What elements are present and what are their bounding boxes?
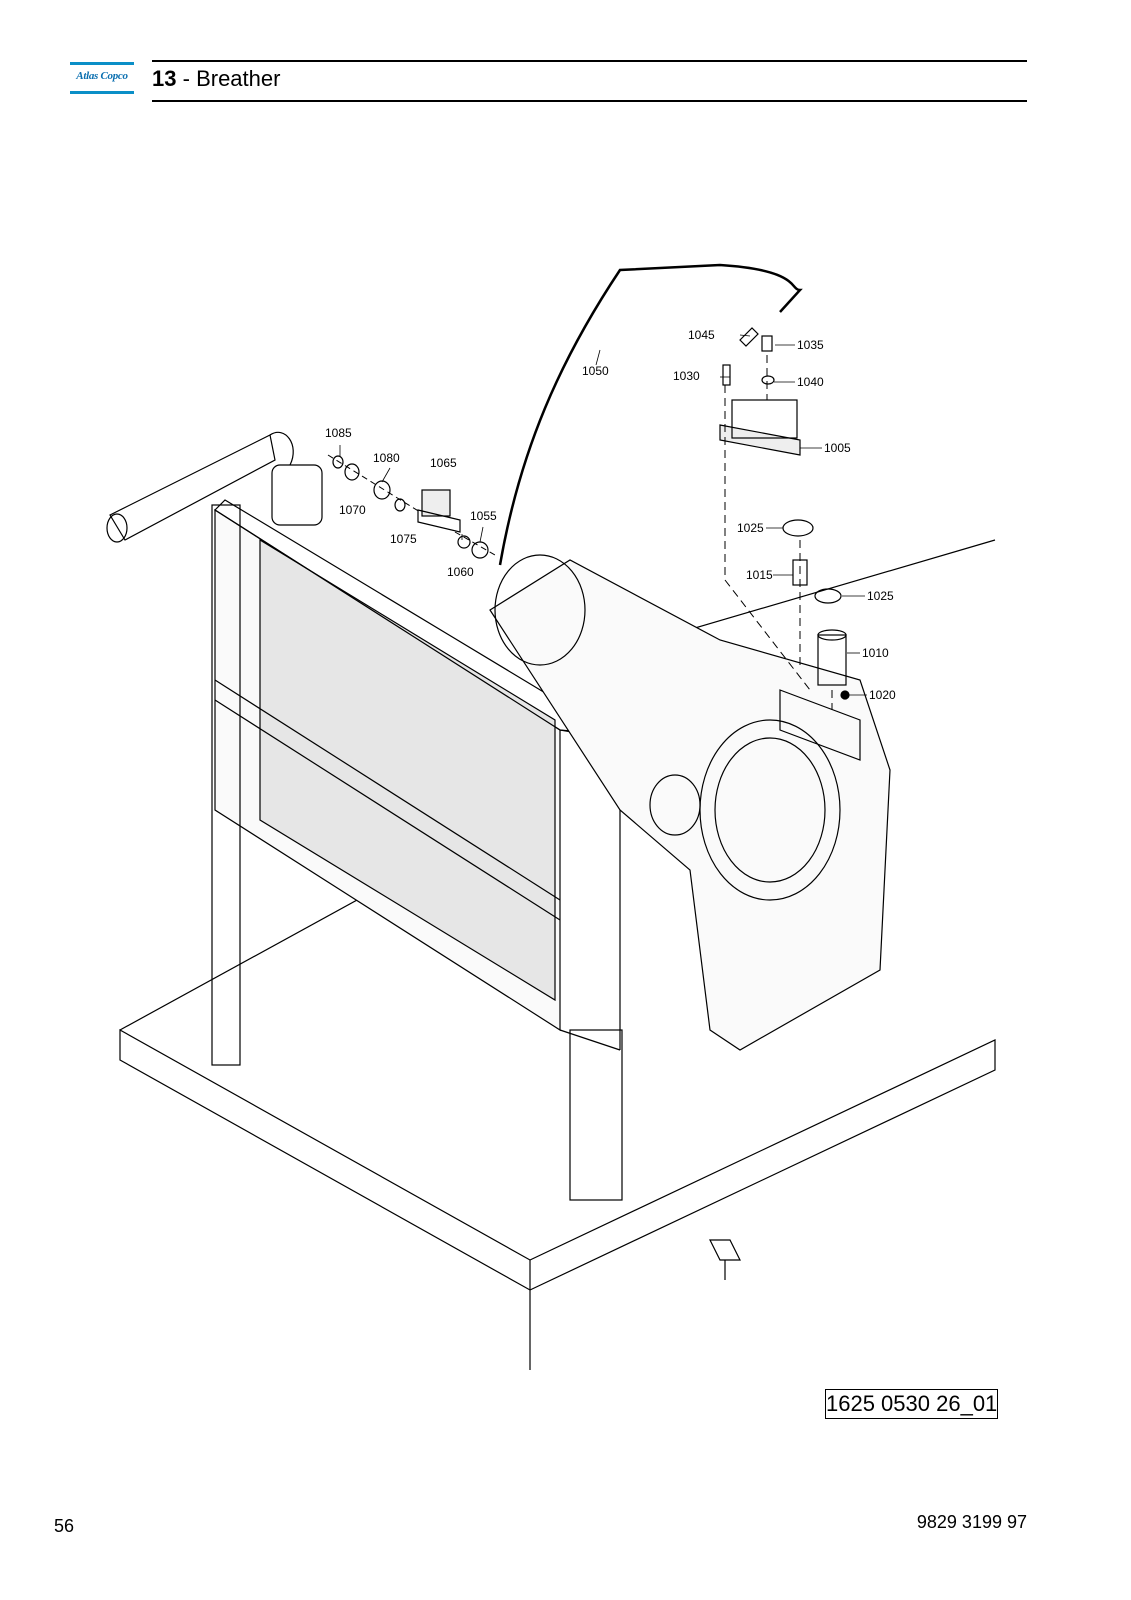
drawing-reference-number: 1625 0530 26_01: [825, 1389, 998, 1419]
breather-block: [719, 424, 801, 456]
callout-1055: 1055: [470, 509, 497, 523]
section-title: 13 - Breather: [152, 66, 280, 92]
callout-1005: 1005: [824, 441, 851, 455]
callout-1045: 1045: [688, 328, 715, 342]
atlas-copco-logo: Atlas Copco: [70, 62, 134, 94]
page-number: 56: [54, 1516, 75, 1536]
parts-illustration: 1085 1080 1065 1070 1075 1055 1060 1050 …: [106, 263, 996, 1370]
callout-1010: 1010: [862, 646, 889, 660]
callout-1075: 1075: [390, 532, 417, 546]
callout-1065: 1065: [430, 456, 457, 470]
callout-1020: 1020: [869, 688, 896, 702]
section-number: 13: [152, 66, 177, 91]
callout-1025-lower: 1025: [867, 589, 894, 603]
breather-pipe: [498, 263, 803, 566]
page-header: Atlas Copco 13 - Breather: [0, 0, 1131, 110]
callout-1060: 1060: [447, 565, 474, 579]
filter-cartridge: [817, 634, 847, 686]
section-separator: -: [182, 66, 190, 91]
section-name: Breather: [196, 66, 281, 91]
base-frame: [119, 1028, 996, 1291]
callout-1080: 1080: [373, 451, 400, 465]
document-number: 9829 3199 97: [916, 1512, 1027, 1532]
callout-1015: 1015: [746, 568, 773, 582]
exploded-parts-drawing: 1085 1080 1065 1070 1075 1055 1060 1050 …: [100, 250, 1020, 1370]
callout-1025-upper: 1025: [737, 521, 764, 535]
callout-1035: 1035: [797, 338, 824, 352]
header-rule-top: [152, 60, 1027, 62]
callout-1030: 1030: [673, 369, 700, 383]
callout-1085: 1085: [325, 426, 352, 440]
header-rule-bottom: [152, 100, 1027, 102]
callout-1050: 1050: [582, 364, 609, 378]
gearbox-housing: [489, 559, 891, 1051]
callout-1040: 1040: [797, 375, 824, 389]
callout-1070: 1070: [339, 503, 366, 517]
